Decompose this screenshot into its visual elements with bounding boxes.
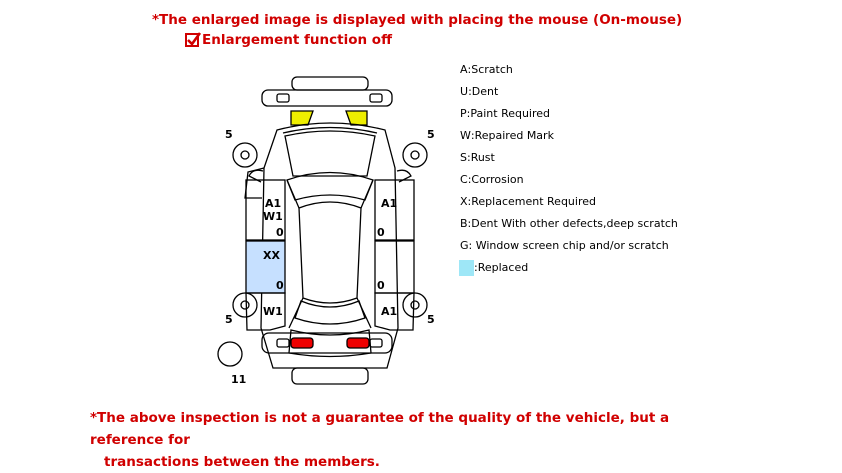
legend-item: W:Repaired Mark <box>460 129 554 142</box>
mark-right-rear: 5 <box>427 313 435 326</box>
left-front-wheel <box>232 142 258 168</box>
right-headlight <box>345 110 368 126</box>
disclaimer: *The above inspection is not a guarantee… <box>90 407 730 473</box>
enlargement-toggle-label: Enlargement function off <box>202 32 393 48</box>
replaced-swatch <box>459 260 474 276</box>
legend-item: A:Scratch <box>460 63 513 76</box>
front-bumper-top <box>291 76 369 91</box>
mark-lf-door-2: W1 <box>263 210 283 223</box>
left-rear-wheel <box>232 292 258 318</box>
spare-tire <box>217 341 243 367</box>
checkbox-checked-icon[interactable] <box>185 32 202 47</box>
mark-spare: 11 <box>231 373 246 386</box>
left-taillight <box>290 337 314 349</box>
rear-bumper <box>261 332 393 354</box>
legend-item: B:Dent With other defects,deep scratch <box>460 217 678 230</box>
mark-lr-door-2: 0 <box>276 279 284 292</box>
right-taillight <box>346 337 370 349</box>
mark-rf-door-1: A1 <box>381 197 397 210</box>
mark-rf-door-2: 0 <box>377 226 385 239</box>
mark-rr-door-1: 0 <box>377 279 385 292</box>
enlargement-toggle[interactable]: Enlargement function off <box>185 32 392 48</box>
left-front-panel <box>244 167 265 199</box>
left-headlight <box>290 110 314 126</box>
legend-item-replaced: :Replaced <box>459 260 678 282</box>
mark-lr-door-1: XX <box>263 249 280 262</box>
legend-item: C:Corrosion <box>460 173 524 186</box>
left-mirror <box>248 169 264 183</box>
mark-lf-door-3: 0 <box>276 226 284 239</box>
legend-item: S:Rust <box>460 151 495 164</box>
legend-item: U:Dent <box>460 85 499 98</box>
mark-left-front: 5 <box>225 128 233 141</box>
mark-right-front: 5 <box>427 128 435 141</box>
hood <box>284 130 376 177</box>
right-front-wheel <box>402 142 428 168</box>
mark-lr-panel: W1 <box>263 305 283 318</box>
front-bumper <box>261 89 393 107</box>
legend-item: X:Replacement Required <box>460 195 596 208</box>
rear-window <box>294 300 366 325</box>
right-front-door <box>374 179 415 241</box>
enlarge-note: *The enlarged image is displayed with pl… <box>152 12 683 28</box>
left-rear-panel <box>245 292 286 331</box>
disclaimer-line-1: *The above inspection is not a guarantee… <box>90 410 670 448</box>
roof <box>298 201 362 304</box>
legend: A:Scratch U:Dent P:Paint Required W:Repa… <box>459 62 678 282</box>
right-mirror <box>396 169 412 183</box>
mark-left-rear: 5 <box>225 313 233 326</box>
mark-rr-panel: A1 <box>381 305 397 318</box>
vehicle-diagram: 5 5 5 5 11 A1 W1 0 XX 0 W1 A1 0 0 A1 <box>217 76 435 386</box>
right-rear-panel <box>374 292 415 331</box>
left-rear-door <box>245 240 286 294</box>
legend-item: P:Paint Required <box>460 107 551 120</box>
disclaimer-line-2: transactions between the members. <box>104 454 380 470</box>
legend-item: G: Window screen chip and/or scratch <box>460 239 669 252</box>
right-rear-wheel <box>402 292 428 318</box>
left-front-door <box>245 179 286 241</box>
rear-bumper-bottom <box>291 367 369 385</box>
mark-lf-door-1: A1 <box>265 197 281 210</box>
